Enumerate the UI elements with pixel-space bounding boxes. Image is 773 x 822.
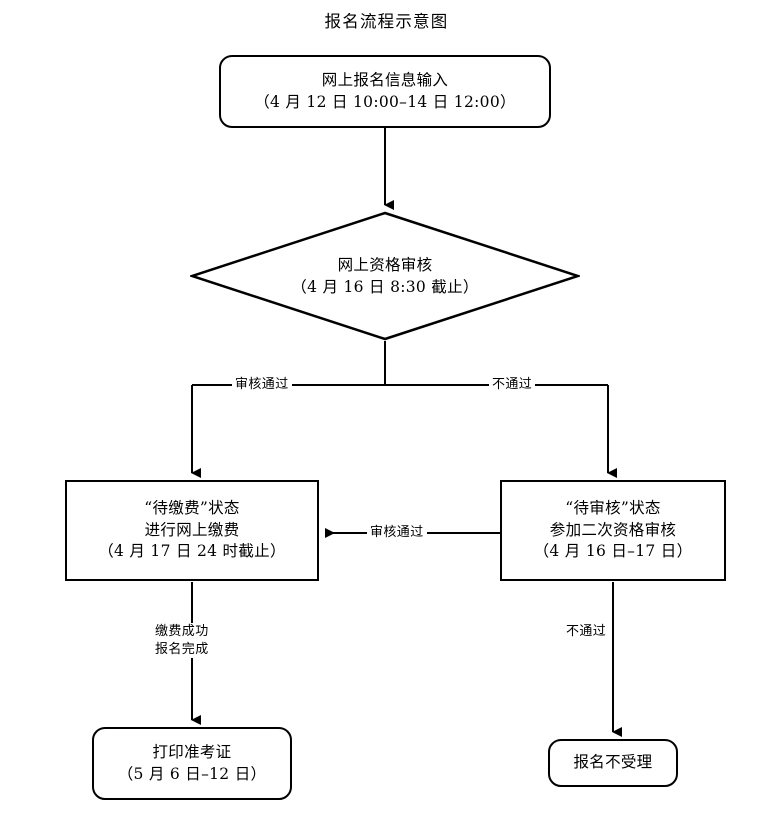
node-registration-not-accepted[interactable]: 报名不受理 bbox=[548, 739, 678, 787]
node-line: 网上报名信息输入 bbox=[321, 71, 449, 90]
edge-label-payment-success: 缴费成功 报名完成 bbox=[152, 623, 212, 659]
edge-label-second-review-pass: 审核通过 bbox=[367, 524, 427, 542]
edge-label-second-review-fail: 不通过 bbox=[563, 623, 610, 641]
node-print-admission-ticket[interactable]: 打印准考证 （5 月 6 日–12 日） bbox=[92, 727, 292, 800]
node-line: “待缴费”状态 bbox=[144, 499, 240, 518]
node-line: 报名不受理 bbox=[573, 753, 653, 772]
node-line: （4 月 12 日 10:00–14 日 12:00） bbox=[254, 92, 516, 111]
node-line: 进行网上缴费 bbox=[144, 520, 240, 539]
node-line: （4 月 16 日 8:30 截止） bbox=[291, 278, 479, 296]
decision-diamond-shape bbox=[190, 211, 580, 341]
node-line: 参加二次资格审核 bbox=[549, 520, 677, 539]
node-line: 打印准考证 bbox=[152, 743, 232, 762]
edge-label-line: 缴费成功 bbox=[155, 624, 209, 639]
node-line: （5 月 6 日–12 日） bbox=[117, 764, 267, 783]
edge-label-review-fail: 不通过 bbox=[489, 376, 536, 394]
edge-label-review-pass: 审核通过 bbox=[232, 376, 292, 394]
node-pending-payment-status[interactable]: “待缴费”状态 进行网上缴费 （4 月 17 日 24 时截止） bbox=[65, 480, 319, 581]
node-line: 网上资格审核 bbox=[337, 256, 433, 274]
node-online-registration-input[interactable]: 网上报名信息输入 （4 月 12 日 10:00–14 日 12:00） bbox=[219, 55, 551, 128]
node-pending-review-status[interactable]: “待审核”状态 参加二次资格审核 （4 月 16 日–17 日） bbox=[500, 480, 726, 581]
node-online-qualification-review[interactable]: 网上资格审核 （4 月 16 日 8:30 截止） bbox=[190, 211, 580, 341]
edge-label-line: 报名完成 bbox=[155, 641, 209, 657]
node-line: （4 月 16 日–17 日） bbox=[533, 542, 693, 561]
chart-title: 报名流程示意图 bbox=[324, 12, 449, 31]
node-line: （4 月 17 日 24 时截止） bbox=[98, 542, 286, 561]
node-line: “待审核”状态 bbox=[565, 499, 661, 518]
